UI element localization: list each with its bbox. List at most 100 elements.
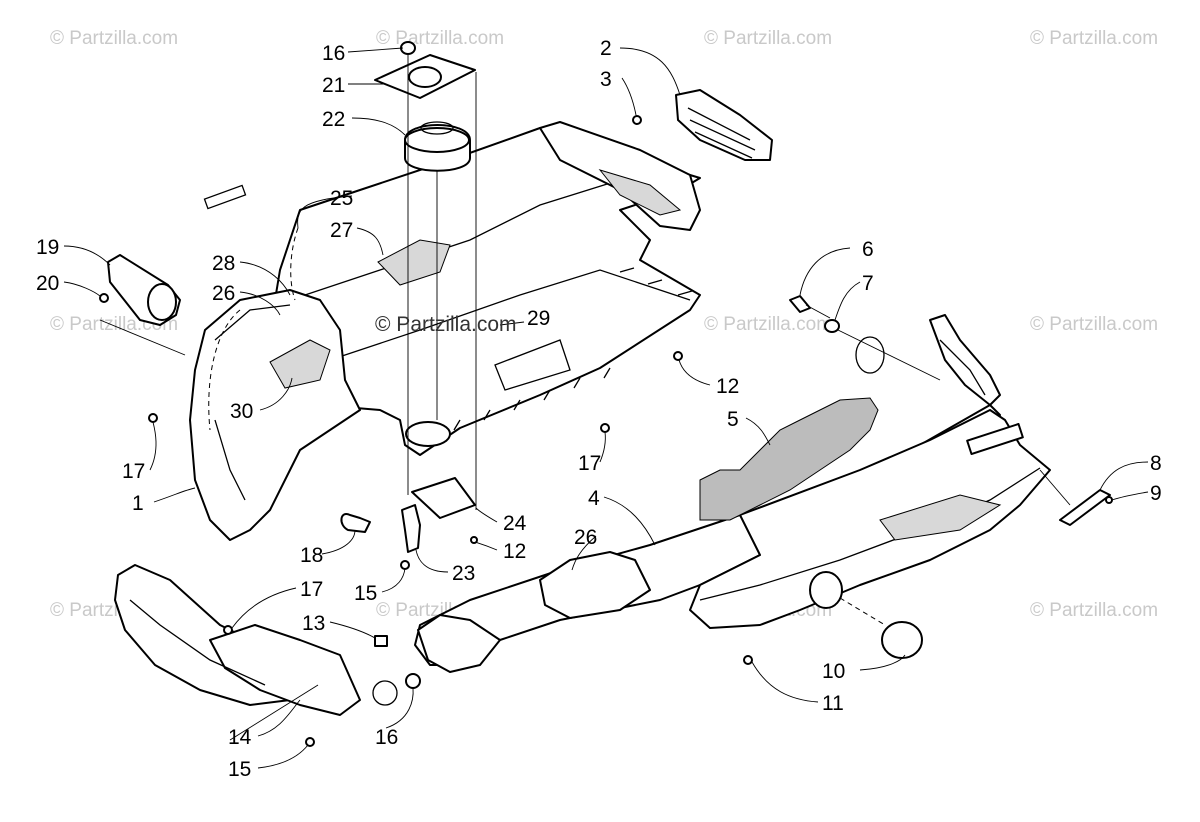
callout-6: 6 — [862, 238, 874, 261]
leader-line — [239, 291, 281, 316]
part-10-line — [839, 597, 886, 626]
part-22-grommet-top — [404, 127, 470, 153]
watermark-text: © Partzilla.com — [1030, 28, 1158, 49]
part-30-insert — [269, 339, 331, 389]
part-14-bumper-edge — [129, 599, 266, 686]
leader-line — [257, 699, 301, 737]
leader-line — [351, 117, 406, 136]
callout-2: 2 — [600, 37, 612, 60]
callout-25: 25 — [330, 187, 353, 210]
upper-right-rail — [929, 314, 1001, 406]
upper-right-rail-edge — [939, 339, 986, 396]
watermark-text: © Partzilla.com — [704, 28, 832, 49]
part-13-clip — [374, 635, 388, 647]
callout-16: 16 — [322, 42, 345, 65]
leader-line — [63, 245, 111, 266]
belly-pan-hole — [405, 421, 451, 447]
leader-line — [859, 654, 906, 671]
callout-3: 3 — [600, 68, 612, 91]
part-7-washer-ghost — [855, 336, 885, 374]
leader-line — [678, 359, 711, 386]
callout-13: 13 — [302, 612, 325, 635]
watermark-center: © Partzilla.com — [375, 313, 517, 336]
part-1-fender — [189, 289, 361, 541]
callout-8: 8 — [1150, 452, 1162, 475]
part-17-screw — [223, 625, 233, 635]
callout-30: 30 — [230, 400, 253, 423]
part-12-pin — [470, 536, 478, 544]
callout-21: 21 — [322, 74, 345, 97]
callout-12: 12 — [503, 540, 526, 563]
callout-numbers: 16 21 22 2 3 25 27 28 26 19 20 29 30 17 … — [36, 37, 1162, 781]
part-21-plate-hole — [408, 66, 442, 88]
callout-15: 15 — [228, 758, 251, 781]
leader-line — [474, 541, 498, 551]
running-board-shade — [879, 494, 1002, 541]
leader-line — [231, 587, 297, 629]
part-20-screw — [99, 293, 109, 303]
leader-line — [1099, 461, 1149, 491]
callout-19: 19 — [36, 236, 59, 259]
callout-7: 7 — [862, 272, 874, 295]
belly-pan-edge — [289, 179, 621, 301]
part-23-clip — [401, 504, 421, 553]
leader-line — [63, 281, 101, 297]
callout-23: 23 — [452, 562, 475, 585]
part-2-grille-slats — [687, 107, 756, 159]
leader-line — [745, 417, 771, 446]
part-16-nut — [405, 673, 421, 689]
part-11-screw — [743, 655, 753, 665]
callout-16: 16 — [375, 726, 398, 749]
leader-line — [621, 77, 637, 116]
belly-pan-slot-small — [203, 184, 247, 210]
watermark-text: © Partzilla.com — [1030, 600, 1158, 621]
running-board-crease — [699, 467, 1041, 601]
part-10-cap-socket — [809, 571, 843, 609]
callout-5: 5 — [727, 408, 739, 431]
leader-line — [751, 661, 819, 703]
part-18-clamp — [340, 513, 371, 533]
part-10-cap — [881, 621, 923, 659]
part-15-screw — [305, 737, 315, 747]
leader-line — [603, 496, 656, 546]
callout-15: 15 — [354, 582, 377, 605]
leader-line — [259, 377, 293, 411]
part-drawings — [99, 41, 1113, 747]
leader-line — [619, 47, 681, 96]
leader-line — [1111, 491, 1149, 501]
part-6-bolt — [789, 295, 811, 313]
part-16-nut-top — [400, 41, 416, 55]
part-17-screw — [148, 413, 158, 423]
callout-14: 14 — [228, 726, 252, 749]
watermark-text: © Partzilla.com — [376, 28, 504, 49]
callout-17: 17 — [122, 460, 145, 483]
leader-lines — [63, 47, 1149, 769]
running-board-slot — [966, 422, 1024, 456]
leader-line — [321, 529, 356, 555]
part-5-mesh — [699, 397, 879, 521]
part-8-line — [1039, 469, 1071, 506]
part-2-grille — [675, 89, 773, 161]
part-15-screw — [400, 560, 410, 570]
part-17-screw — [600, 423, 610, 433]
part-12-pin — [673, 351, 683, 361]
callout-10: 10 — [822, 660, 845, 683]
belly-pan-vent — [377, 239, 451, 286]
leader-line — [385, 687, 414, 729]
part-4-front-block — [417, 614, 501, 673]
leader-line — [415, 549, 449, 573]
callout-1: 1 — [132, 492, 144, 515]
belly-pan-marks — [619, 267, 693, 296]
part-26-fender-right — [539, 551, 651, 619]
part-14-skid — [209, 624, 361, 716]
leader-line — [153, 487, 196, 503]
rear-bracket-shade — [598, 169, 682, 216]
leader-line — [329, 621, 376, 639]
part-28-dashed — [208, 309, 241, 431]
watermark-text: © Partzilla.com — [1030, 314, 1158, 335]
part-22-grommet-ring — [420, 121, 454, 135]
part-16-ghost — [372, 680, 398, 706]
part-6-line — [837, 329, 941, 381]
